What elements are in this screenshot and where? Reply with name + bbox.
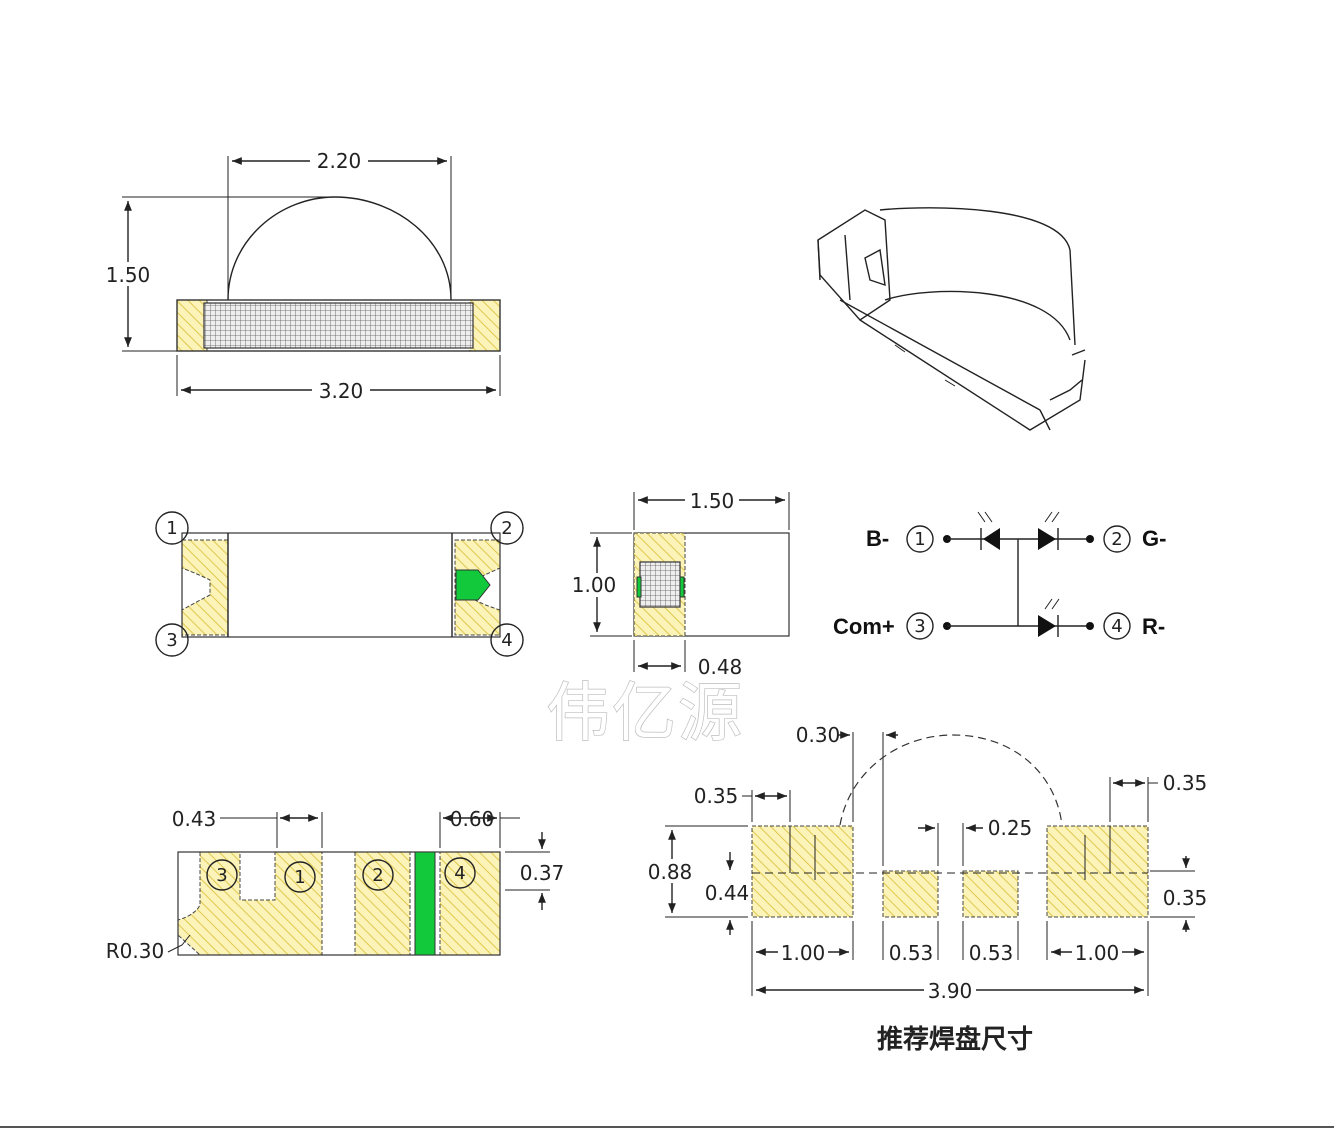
circuit-diagram: B- 1 2 G- Com+ 3 4 R- (833, 511, 1166, 640)
land-dim-outer-pad-2: 1.00 (1075, 941, 1120, 965)
land-pattern: 0.30 0.35 0.35 0.25 0.88 0.44 0.35 (643, 723, 1207, 1055)
bottom-view: 1 2 3 4 (155, 511, 524, 657)
watermark: 伟亿源 (546, 677, 744, 751)
label-com: Com+ (833, 614, 895, 639)
pad-dim-043: 0.43 (172, 807, 217, 831)
top-view: 2.20 1.50 3.20 (103, 148, 501, 403)
pad-pin-1: 1 (294, 867, 305, 888)
pad-dim-radius: R0.30 (106, 939, 164, 963)
circuit-pin-2: 2 (1111, 529, 1122, 550)
3d-view (817, 207, 1086, 431)
pad-pin-4: 4 (454, 863, 465, 884)
land-dim-height: 0.88 (648, 860, 693, 884)
top-length-dim: 3.20 (319, 379, 364, 403)
circuit-pin-3: 3 (914, 616, 925, 637)
land-pattern-caption: 推荐焊盘尺寸 (877, 1024, 1033, 1055)
side-pad-dim: 0.48 (698, 655, 743, 679)
side-height-dim: 1.00 (572, 573, 617, 597)
pad-pin-3: 3 (216, 865, 227, 886)
land-dim-inner-pad: 0.53 (889, 941, 934, 965)
pad-view: 0.43 0.60 0.37 3 1 2 4 R0.30 (106, 807, 564, 963)
land-dim-top: 0.30 (796, 723, 841, 747)
land-dim-half: 0.44 (705, 881, 750, 905)
bottom-pin-1: 1 (166, 518, 177, 539)
pad-dim-037: 0.37 (520, 861, 565, 885)
top-height-dim: 1.50 (106, 263, 151, 287)
land-dim-outer-pad: 1.00 (781, 941, 826, 965)
bottom-pin-4: 4 (501, 630, 512, 651)
side-view: 1.50 1.00 0.48 (570, 488, 790, 679)
land-dim-small-height: 0.35 (1163, 886, 1208, 910)
land-dim-inner-pad-2: 0.53 (969, 941, 1014, 965)
label-r: R- (1142, 614, 1165, 639)
side-width-dim: 1.50 (690, 489, 735, 513)
label-g: G- (1142, 526, 1166, 551)
circuit-pin-1: 1 (914, 529, 925, 550)
land-dim-right-top: 0.35 (1163, 771, 1208, 795)
bottom-pin-3: 3 (166, 630, 177, 651)
top-width-dim: 2.20 (317, 149, 362, 173)
pad-pin-2: 2 (372, 865, 383, 886)
bottom-pin-2: 2 (501, 518, 512, 539)
pad-dim-060: 0.60 (450, 807, 495, 831)
land-dim-left-top: 0.35 (694, 784, 739, 808)
land-dim-gap: 0.25 (988, 816, 1033, 840)
circuit-pin-4: 4 (1111, 616, 1122, 637)
label-b: B- (866, 526, 889, 551)
land-dim-total: 3.90 (928, 979, 973, 1003)
